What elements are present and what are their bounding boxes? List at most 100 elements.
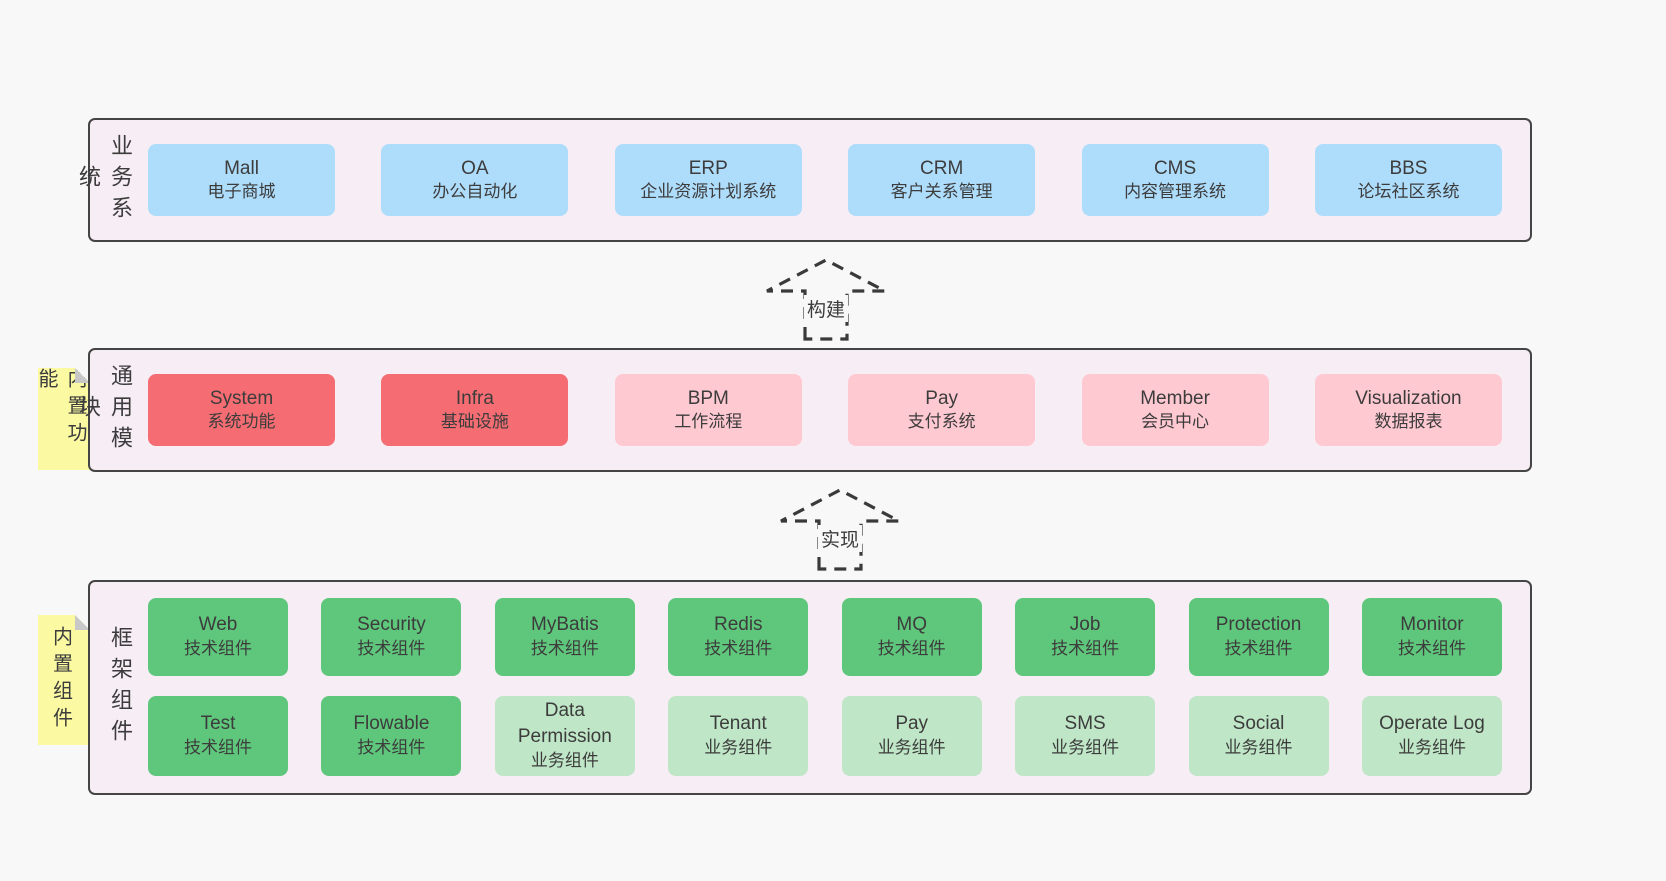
box-subtitle: 业务组件 (877, 737, 946, 757)
box-title: Job (1069, 614, 1101, 636)
box-social: Social 业务组件 (1188, 695, 1329, 776)
box-title: Security (357, 614, 426, 636)
folded-corner-icon (75, 615, 90, 630)
business-systems-row: Mall 电子商城 OA 办公自动化 ERP 企业资源计划系统 CRM 客户关系… (136, 120, 1530, 240)
box-title: Pay (925, 387, 959, 409)
box-protection: Protection 技术组件 (1188, 597, 1329, 676)
box-title: Visualization (1355, 387, 1462, 409)
box-title: Pay (895, 713, 929, 735)
box-bbs: BBS 论坛社区系统 (1314, 144, 1502, 216)
box-subtitle: 技术组件 (1051, 638, 1120, 658)
box-data-permission: Data Permission 业务组件 (494, 695, 635, 776)
box-title: Operate Log (1379, 713, 1485, 735)
sticky-note-text: 内置功能 (35, 368, 86, 449)
box-title: Member (1140, 387, 1210, 409)
box-bpm: BPM 工作流程 (614, 374, 802, 446)
common-modules-row: System 系统功能 Infra 基础设施 BPM 工作流程 Pay 支付系统… (136, 350, 1530, 470)
band-label-framework-components: 框架组件 (108, 625, 133, 750)
box-subtitle: 业务组件 (1397, 737, 1466, 757)
box-subtitle: 会员中心 (1141, 412, 1210, 432)
box-flowable: Flowable 技术组件 (321, 695, 462, 776)
folded-corner-icon (75, 368, 90, 383)
sticky-note-built-in-features: 内置功能 (38, 368, 90, 470)
framework-components-rows: Web 技术组件 Security 技术组件 MyBatis 技术组件 Redi… (136, 582, 1530, 793)
box-member: Member 会员中心 (1081, 374, 1269, 446)
box-subtitle: 技术组件 (1224, 638, 1293, 658)
box-subtitle: 技术组件 (357, 737, 426, 757)
box-title: Protection (1215, 614, 1302, 636)
box-sms: SMS 业务组件 (1015, 695, 1156, 776)
band-label-common-modules: 通用模块 (76, 363, 133, 457)
box-title: Tenant (709, 713, 767, 735)
box-operate-log: Operate Log 业务组件 (1361, 695, 1502, 776)
box-title: Social (1232, 713, 1285, 735)
box-subtitle: 论坛社区系统 (1357, 182, 1460, 202)
box-redis: Redis 技术组件 (668, 597, 809, 676)
tech-components-row: Web 技术组件 Security 技术组件 MyBatis 技术组件 Redi… (136, 597, 1530, 676)
box-subtitle: 内容管理系统 (1124, 182, 1227, 202)
box-monitor: Monitor 技术组件 (1361, 597, 1502, 676)
box-cms: CMS 内容管理系统 (1081, 144, 1269, 216)
box-subtitle: 业务组件 (1051, 737, 1120, 757)
box-crm: CRM 客户关系管理 (848, 144, 1036, 216)
box-subtitle: 电子商城 (207, 182, 276, 202)
box-infra: Infra 基础设施 (381, 374, 569, 446)
box-pay-biz: Pay 业务组件 (841, 695, 982, 776)
box-title: Mall (224, 157, 259, 179)
box-title: BPM (687, 387, 729, 409)
sticky-note-built-in-components: 内置组件 (38, 615, 90, 745)
box-subtitle: 技术组件 (704, 638, 773, 658)
box-title: System (209, 387, 274, 409)
arrow-implement: 实现 (770, 487, 910, 571)
box-security: Security 技术组件 (321, 597, 462, 676)
band-business-systems: 业务系统 Mall 电子商城 OA 办公自动化 ERP 企业资源计划系统 CRM… (76, 118, 1532, 242)
box-oa: OA 办公自动化 (381, 144, 569, 216)
box-subtitle: 技术组件 (357, 638, 426, 658)
box-subtitle: 数据报表 (1374, 412, 1443, 432)
box-title: OA (461, 157, 489, 179)
box-subtitle: 技术组件 (530, 638, 599, 658)
box-title: Monitor (1400, 614, 1464, 636)
box-title: Web (198, 614, 238, 636)
band-common-modules: 通用模块 System 系统功能 Infra 基础设施 BPM 工作流程 Pay… (76, 348, 1532, 472)
box-title: ERP (688, 157, 728, 179)
box-title: Flowable (353, 713, 430, 735)
band-label-business-systems: 业务系统 (76, 133, 133, 227)
box-test: Test 技术组件 (148, 695, 288, 776)
box-visualization: Visualization 数据报表 (1314, 374, 1502, 446)
box-subtitle: 技术组件 (877, 638, 946, 658)
band-framework-components: 框架组件 Web 技术组件 Security 技术组件 MyBatis 技术组件… (88, 580, 1532, 795)
box-web: Web 技术组件 (148, 597, 288, 676)
box-subtitle: 系统功能 (207, 412, 276, 432)
box-title: MQ (896, 614, 927, 636)
box-subtitle: 技术组件 (1397, 638, 1466, 658)
box-subtitle: 客户关系管理 (890, 182, 993, 202)
box-subtitle: 技术组件 (184, 638, 252, 658)
box-title: Data Permission (517, 700, 612, 748)
arrow-implement-label: 实现 (817, 525, 863, 552)
arrow-build-label: 构建 (803, 295, 849, 322)
box-subtitle: 支付系统 (907, 412, 976, 432)
box-title: Redis (713, 614, 763, 636)
box-title: CRM (920, 157, 964, 179)
box-mybatis: MyBatis 技术组件 (494, 597, 635, 676)
box-pay: Pay 支付系统 (848, 374, 1036, 446)
box-title: MyBatis (531, 614, 599, 636)
box-title: SMS (1064, 713, 1106, 735)
box-subtitle: 办公自动化 (432, 182, 518, 202)
box-mq: MQ 技术组件 (841, 597, 982, 676)
box-mall: Mall 电子商城 (148, 144, 335, 216)
box-title: Test (200, 713, 236, 735)
box-tenant: Tenant 业务组件 (668, 695, 809, 776)
box-subtitle: 企业资源计划系统 (640, 182, 777, 202)
box-subtitle: 工作流程 (674, 412, 743, 432)
biz-components-row: Test 技术组件 Flowable 技术组件 Data Permission … (136, 695, 1530, 776)
box-subtitle: 业务组件 (1224, 737, 1293, 757)
arrow-build: 构建 (756, 257, 896, 341)
box-job: Job 技术组件 (1015, 597, 1156, 676)
box-title: BBS (1389, 157, 1428, 179)
sticky-note-text: 内置组件 (49, 626, 72, 734)
box-subtitle: 基础设施 (440, 412, 509, 432)
box-erp: ERP 企业资源计划系统 (614, 144, 802, 216)
